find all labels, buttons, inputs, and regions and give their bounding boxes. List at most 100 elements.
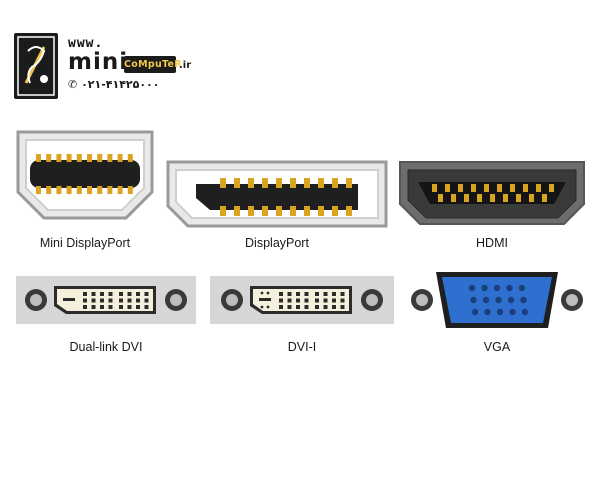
- dual-dvi-pin: [144, 305, 149, 309]
- dp-pin: [262, 178, 268, 188]
- vga-pin: [509, 308, 516, 316]
- dual-dvi-pin: [119, 298, 123, 303]
- hdmi-pin: [510, 184, 515, 192]
- vga-pin: [521, 308, 529, 316]
- dual-dvi-pin: [144, 298, 149, 303]
- vga-pin: [482, 296, 490, 304]
- dp-pin: [276, 206, 282, 216]
- dvi-i-pin: [279, 292, 283, 296]
- dvi-i-pin: [332, 305, 336, 309]
- mdp-pin: [117, 154, 123, 162]
- displayport-connector: [166, 160, 388, 228]
- mdp-pin: [76, 154, 82, 162]
- dp-pin: [276, 178, 282, 188]
- hdmi-pin: [438, 194, 443, 202]
- mdp-pin: [56, 186, 62, 194]
- dual-dvi-pin: [108, 298, 113, 303]
- mdp-pin: [56, 154, 62, 162]
- dual-dvi-pin: [136, 305, 140, 309]
- vga-pin: [520, 296, 527, 304]
- hdmi-pin: [503, 194, 508, 202]
- phone-icon: ✆: [68, 78, 78, 91]
- dvi-i-pin: [323, 292, 328, 296]
- mini-dp-pin-block: [30, 160, 140, 188]
- mdp-pin: [76, 186, 82, 194]
- hdmi-pin: [451, 194, 456, 202]
- mdp-pin: [36, 186, 41, 194]
- dual-dvi-pin: [119, 305, 123, 309]
- dp-pin: [304, 178, 310, 188]
- mdp-pin: [46, 154, 52, 162]
- dvi-screw-left: [25, 289, 47, 311]
- dvi-i-pin: [315, 292, 319, 296]
- logo-emblem-icon: [17, 36, 55, 96]
- dvi-i-pin: [279, 305, 283, 309]
- dvi-i-screw-right: [361, 289, 383, 311]
- hdmi-pin: [471, 184, 476, 192]
- dvi-i-pin: [304, 305, 309, 309]
- dual-dvi-pin: [119, 292, 123, 296]
- mdp-pin: [127, 154, 133, 162]
- dvi-i-pin: [323, 305, 328, 309]
- mdp-pin: [117, 186, 123, 194]
- mdp-pin: [97, 186, 103, 194]
- dvi-i-pin: [323, 298, 328, 303]
- dp-pin: [332, 206, 338, 216]
- vga-connector: [411, 272, 583, 328]
- hdmi-pin: [516, 194, 521, 202]
- dvi-i-pin: [296, 305, 300, 309]
- dp-pin: [346, 178, 352, 188]
- dual-dvi-pin: [127, 305, 132, 309]
- dual-dvi-pin: [91, 298, 96, 303]
- dvi-i-pin: [287, 305, 292, 309]
- vga-pin: [470, 296, 477, 304]
- dual-dvi-pin: [136, 292, 140, 296]
- dp-pin: [290, 206, 296, 216]
- mdp-pin: [107, 154, 113, 162]
- hdmi-pin: [549, 184, 554, 192]
- hdmi-pin: [523, 184, 528, 192]
- dual-dvi-pin: [108, 305, 113, 309]
- dvi-i-pin: [296, 298, 300, 303]
- dual-dvi-pin: [91, 292, 96, 296]
- label-vga: VGA: [483, 340, 511, 354]
- logo-mini: mini: [68, 49, 129, 75]
- dp-pin: [346, 206, 352, 216]
- dvi-i-pin: [340, 298, 345, 303]
- dual-dvi-pin: [136, 298, 140, 303]
- hdmi-pin: [536, 184, 541, 192]
- mini-displayport-connector: [16, 130, 154, 220]
- dp-pin: [234, 206, 240, 216]
- dual-dvi-pin: [144, 292, 149, 296]
- vga-pin: [484, 308, 491, 316]
- mdp-pin: [46, 186, 52, 194]
- dual-dvi-pin: [127, 292, 132, 296]
- dual-dvi-pin: [100, 298, 104, 303]
- dual-dvi-pin: [83, 305, 87, 309]
- dual-link-dvi-connector: [16, 276, 196, 324]
- mdp-pin: [127, 186, 133, 194]
- dvi-i-screw-left: [221, 289, 243, 311]
- logo-computer: CoMpuTeR: [124, 56, 182, 73]
- mdp-pin: [87, 186, 92, 194]
- dp-pin: [220, 206, 226, 216]
- vga-pin: [495, 296, 502, 304]
- mdp-pin: [97, 154, 103, 162]
- label-hdmi: HDMI: [476, 236, 508, 250]
- dual-dvi-pin: [127, 298, 132, 303]
- mdp-pin: [87, 154, 92, 162]
- dual-dvi-pin: [100, 305, 104, 309]
- label-mini-displayport: Mini DisplayPort: [39, 236, 131, 250]
- dvi-i-pin: [287, 298, 292, 303]
- mdp-pin: [107, 186, 113, 194]
- dvi-i-pin: [279, 298, 283, 303]
- vga-pin: [493, 284, 501, 292]
- dvi-i-pin: [304, 292, 309, 296]
- dual-dvi-pin: [83, 292, 87, 296]
- dp-pin: [332, 178, 338, 188]
- dvi-i-connector: [210, 276, 394, 324]
- dp-pin: [318, 178, 324, 188]
- vga-screw-right: [561, 289, 583, 311]
- vga-pin: [471, 308, 479, 316]
- dp-pin: [304, 206, 310, 216]
